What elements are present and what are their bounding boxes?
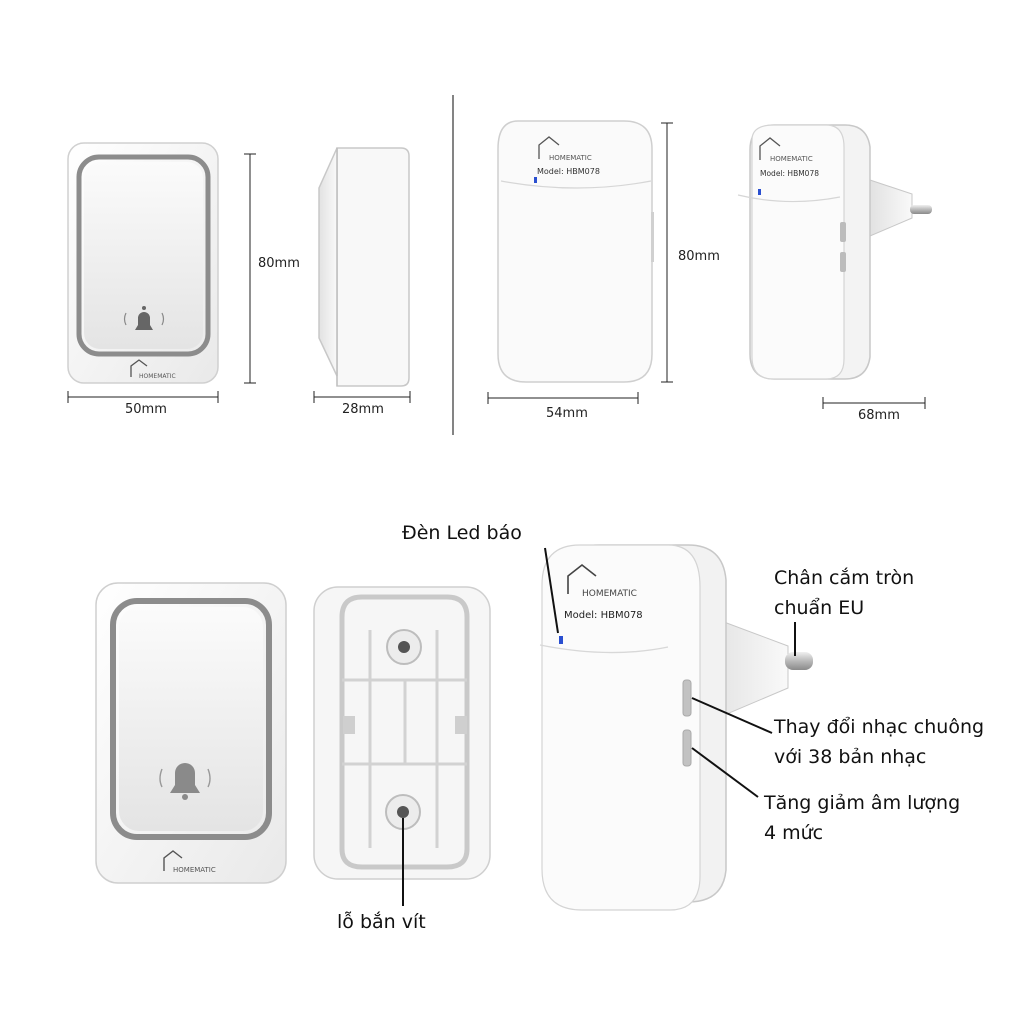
led-indicator [559,636,563,644]
receiver-height-label: 80mm [678,249,720,264]
homematic-logo-icon: HOMEMATIC [538,136,592,162]
plug-annotation-line1: Chân cắm tròn [774,567,915,589]
button-side-view [318,147,410,387]
volume-annotation-line1: Tăng giảm âm lượng [764,792,961,814]
eu-plug-pin [910,205,932,214]
ringtone-annotation-line1: Thay đổi nhạc chuông [774,716,985,738]
screw-hole-annotation: lỗ bắn vít [337,911,426,933]
button-front-large: HOMEMATIC [95,582,287,884]
receiver-large-view: HOMEMATIC Model: HBM078 [539,544,813,911]
button-height-label: 80mm [258,256,300,271]
button-front-view: HOMEMATIC [67,142,219,384]
volume-button[interactable] [682,729,692,767]
eu-plug-pin [785,652,813,670]
model-text: Model: HBM078 [537,167,600,176]
svg-text:HOMEMATIC: HOMEMATIC [770,155,813,163]
bell-icon [159,763,211,800]
receiver-depth-label: 68mm [858,408,900,423]
led-annotation: Đèn Led báo [402,522,522,544]
callout-lines [402,547,796,906]
model-text: Model: HBM078 [760,169,819,178]
homematic-logo-icon: HOMEMATIC [163,850,216,874]
button-back-view [313,586,491,880]
svg-text:HOMEMATIC: HOMEMATIC [173,866,216,874]
bell-icon [123,306,165,330]
volume-annotation-line2: 4 mức [764,822,824,844]
homematic-logo-icon: HOMEMATIC [130,359,176,380]
ringtone-button[interactable] [682,679,692,717]
receiver-width-label: 54mm [546,406,588,421]
button-dimension-lines [67,153,411,403]
svg-text:HOMEMATIC: HOMEMATIC [549,154,592,162]
screw-hole-top [386,629,422,665]
receiver-front-view: HOMEMATIC Model: HBM078 [497,120,654,383]
button-width-label: 50mm [125,402,167,417]
button-depth-label: 28mm [342,402,384,417]
led-indicator [534,177,537,183]
svg-text:HOMEMATIC: HOMEMATIC [582,589,637,599]
receiver-angle-view: HOMEMATIC Model: HBM078 [737,124,932,380]
homematic-logo-icon: HOMEMATIC [567,563,637,599]
svg-text:HOMEMATIC: HOMEMATIC [139,373,176,380]
receiver-dimension-lines [487,122,926,409]
ringtone-annotation-line2: với 38 bản nhạc [774,746,927,768]
homematic-logo-icon: HOMEMATIC [759,137,813,163]
plug-annotation-line2: chuẩn EU [774,597,865,619]
model-text: Model: HBM078 [564,610,643,621]
